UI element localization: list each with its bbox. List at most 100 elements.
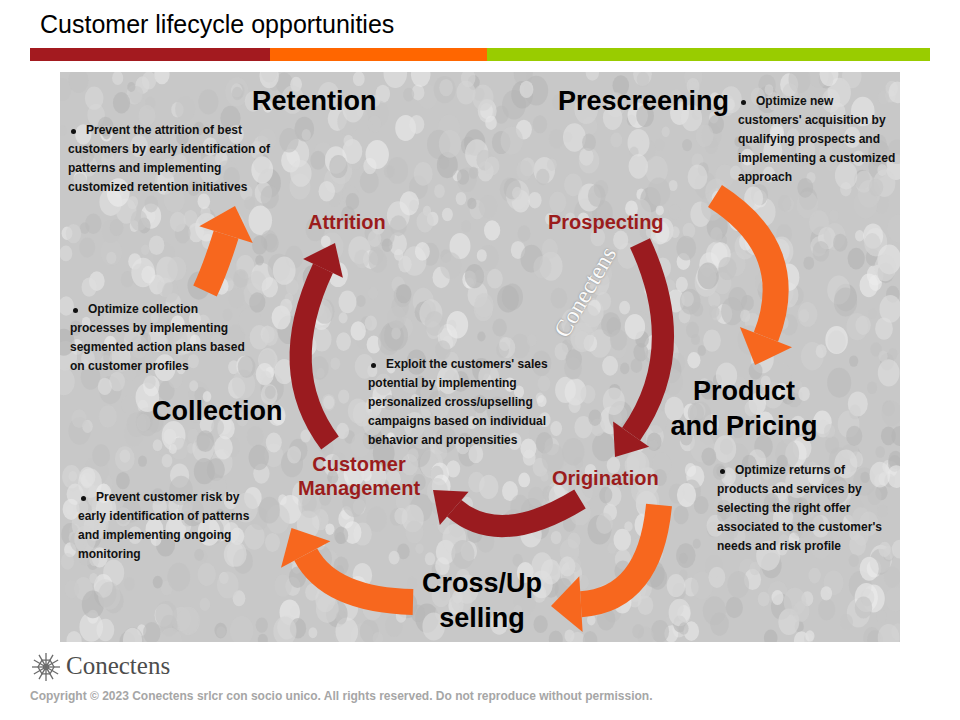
crowd-spot <box>569 398 581 413</box>
crowd-spot <box>603 388 625 415</box>
crowd-spot <box>400 191 419 215</box>
crowd-spot <box>825 326 848 354</box>
crowd-spot <box>131 258 155 287</box>
bullet-dot <box>81 496 86 501</box>
crowd-spot <box>855 230 864 241</box>
stage-heading: Prescreening <box>558 84 729 119</box>
crowd-spot <box>518 473 530 488</box>
crowd-spot <box>864 233 881 254</box>
crowd-spot <box>888 348 897 360</box>
crowd-spot <box>882 401 900 426</box>
crowd-spot <box>710 612 729 635</box>
crowd-spot <box>816 344 827 358</box>
crowd-spot <box>227 542 247 567</box>
crowd-spot <box>808 568 820 584</box>
crowd-spot <box>215 623 227 639</box>
crowd-spot <box>855 316 870 335</box>
crowd-spot <box>797 178 813 198</box>
crowd-spot <box>144 375 156 390</box>
crowd-spot <box>588 409 601 426</box>
crowd-spot <box>398 256 411 273</box>
crowd-spot <box>384 165 395 178</box>
crowd-spot <box>325 523 334 535</box>
crowd-spot <box>198 563 216 586</box>
crowd-spot <box>465 264 484 288</box>
stage-group: Customer Management <box>291 449 427 503</box>
crowd-spot <box>549 192 566 214</box>
stage-group: CollectionOptimize collection processes … <box>67 297 286 567</box>
crowd-spot <box>820 72 839 86</box>
crowd-spot <box>681 291 694 307</box>
crowd-spot <box>892 540 900 559</box>
crowd-spot <box>484 157 499 176</box>
crowd-spot <box>280 299 292 314</box>
crowd-spot <box>159 628 182 642</box>
crowd-ground <box>60 72 900 642</box>
crowd-spot <box>89 573 97 584</box>
stage-group: PrescreeningOptimize new customers' acqu… <box>555 81 903 190</box>
crowd-spot <box>538 376 551 392</box>
crowd-spot <box>884 566 900 587</box>
crowd-spot <box>879 542 891 557</box>
crowd-spot <box>849 534 866 555</box>
crowd-spot <box>302 129 311 141</box>
crowd-spot <box>365 315 377 330</box>
crowd-spot <box>528 192 541 209</box>
crowd-spot <box>798 387 809 401</box>
crowd-spot <box>596 513 613 534</box>
crowd-spot <box>319 181 336 202</box>
crowd-spot <box>877 504 888 518</box>
crowd-spot <box>382 239 393 252</box>
crowd-spot <box>878 91 889 105</box>
crowd-spot <box>162 454 173 468</box>
crowd-spot <box>637 72 649 87</box>
crowd-spot <box>200 598 211 611</box>
crowd-spot <box>309 627 318 638</box>
crowd-spot <box>354 250 369 269</box>
title-bar <box>487 48 930 61</box>
crowd-spot <box>721 297 743 325</box>
crowd-spot <box>709 567 726 588</box>
crowd-spot <box>835 161 857 189</box>
crowd-spot <box>189 380 198 391</box>
bullet-text: Prevent the attrition of best customers … <box>68 121 278 197</box>
crowd-spot <box>124 577 135 591</box>
crowd-spot <box>456 81 475 105</box>
crowd-spot <box>536 169 549 186</box>
arrow-head <box>740 327 792 365</box>
crowd-spot <box>649 440 658 451</box>
crowd-spot <box>336 611 347 625</box>
crowd-spot <box>338 390 349 404</box>
crowd-spot <box>116 472 130 489</box>
crowd-spot <box>65 580 80 598</box>
crowd-spot <box>511 81 533 108</box>
stage-group: Prospecting <box>545 207 667 237</box>
crowd-spot <box>829 210 838 221</box>
crowd-spot <box>336 332 351 351</box>
crowd-spot <box>846 426 862 446</box>
crowd-spot <box>339 291 357 314</box>
crowd-spot <box>177 607 200 635</box>
crowd-spot <box>162 282 179 303</box>
phase-label: Origination <box>552 466 659 490</box>
crowd-spot <box>273 617 296 642</box>
crowd-spot <box>439 130 461 158</box>
crowd-spot <box>446 460 460 477</box>
crowd-spot <box>579 148 600 174</box>
crowd-spot <box>586 72 599 81</box>
crowd-spot <box>484 220 500 240</box>
crowd-spot <box>85 87 104 110</box>
bullet-text: Prevent customer risk by early identific… <box>78 488 253 564</box>
crowd-spot <box>696 124 714 147</box>
crowd-spot <box>834 287 857 316</box>
arrow-head <box>281 528 330 568</box>
crowd-spot <box>249 445 269 470</box>
crowd-spot <box>131 210 148 231</box>
crowd-spot <box>613 231 628 250</box>
crowd-spot <box>875 446 885 458</box>
bullet-text: Optimize returns of products and service… <box>717 461 897 556</box>
crowd-spot <box>512 187 522 200</box>
crowd-spot <box>710 227 722 243</box>
crowd-spot <box>287 446 301 463</box>
crowd-spot <box>251 156 273 183</box>
